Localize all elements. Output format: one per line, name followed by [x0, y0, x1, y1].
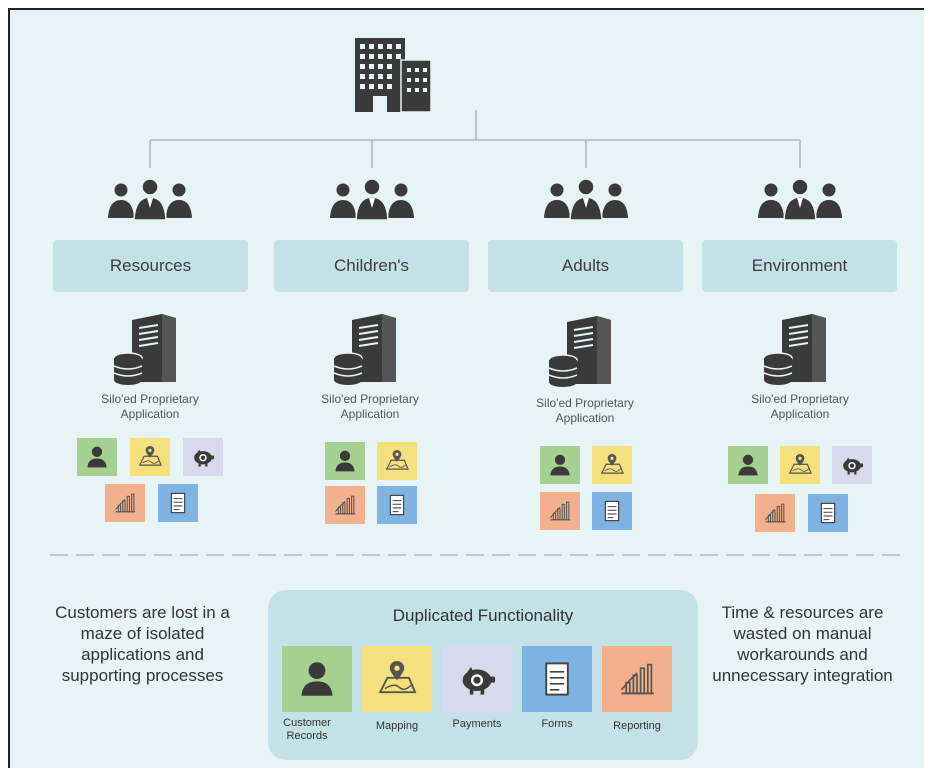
customer-records-icon	[77, 438, 117, 476]
people-group-icon	[105, 178, 195, 222]
forms-icon	[592, 492, 632, 530]
building-icon	[355, 38, 432, 113]
reporting-icon	[755, 494, 795, 532]
server-database-icon	[110, 310, 190, 390]
department-label-resources: Resources	[53, 240, 248, 292]
forms-icon	[158, 484, 198, 522]
server-database-icon	[760, 310, 840, 390]
duplicated-item-label: Payments	[452, 718, 502, 730]
left-note: Customers are lost in a maze of isolated…	[55, 603, 230, 685]
people-group-icon	[327, 178, 417, 222]
department-label-adults: Adults	[488, 240, 683, 292]
duplicated-item-label: Mapping	[375, 720, 419, 732]
mapping-icon	[780, 446, 820, 484]
duplicated-item-label: Customer Records	[283, 717, 331, 742]
reporting-icon	[602, 646, 672, 712]
duplicated-item-label: Reporting	[613, 720, 661, 732]
people-group-icon	[541, 178, 631, 222]
forms-icon	[808, 494, 848, 532]
diagram-canvas: Resources Children's Adults Environment …	[8, 8, 924, 768]
customer-records-icon	[540, 446, 580, 484]
dashed-divider	[50, 554, 900, 556]
department-label-environment: Environment	[702, 240, 897, 292]
forms-icon	[522, 646, 592, 712]
customer-records-icon	[282, 646, 352, 712]
duplicated-functionality-title: Duplicated Functionality	[392, 606, 574, 625]
duplicated-item-label: Forms	[541, 718, 573, 730]
server-database-icon	[545, 312, 625, 392]
right-note: Time & resources are wasted on manual wo…	[712, 603, 893, 685]
customer-records-icon	[325, 442, 365, 480]
customer-records-icon	[728, 446, 768, 484]
payments-icon	[183, 438, 223, 476]
forms-icon	[377, 486, 417, 524]
mapping-icon	[130, 438, 170, 476]
reporting-icon	[105, 484, 145, 522]
org-connector-lines	[149, 110, 801, 168]
payments-icon	[442, 646, 512, 712]
mapping-icon	[592, 446, 632, 484]
reporting-icon	[325, 486, 365, 524]
mapping-icon	[377, 442, 417, 480]
people-group-icon	[755, 178, 845, 222]
server-database-icon	[330, 310, 410, 390]
reporting-icon	[540, 492, 580, 530]
mapping-icon	[362, 646, 432, 712]
payments-icon	[832, 446, 872, 484]
department-label-childrens: Children's	[274, 240, 469, 292]
